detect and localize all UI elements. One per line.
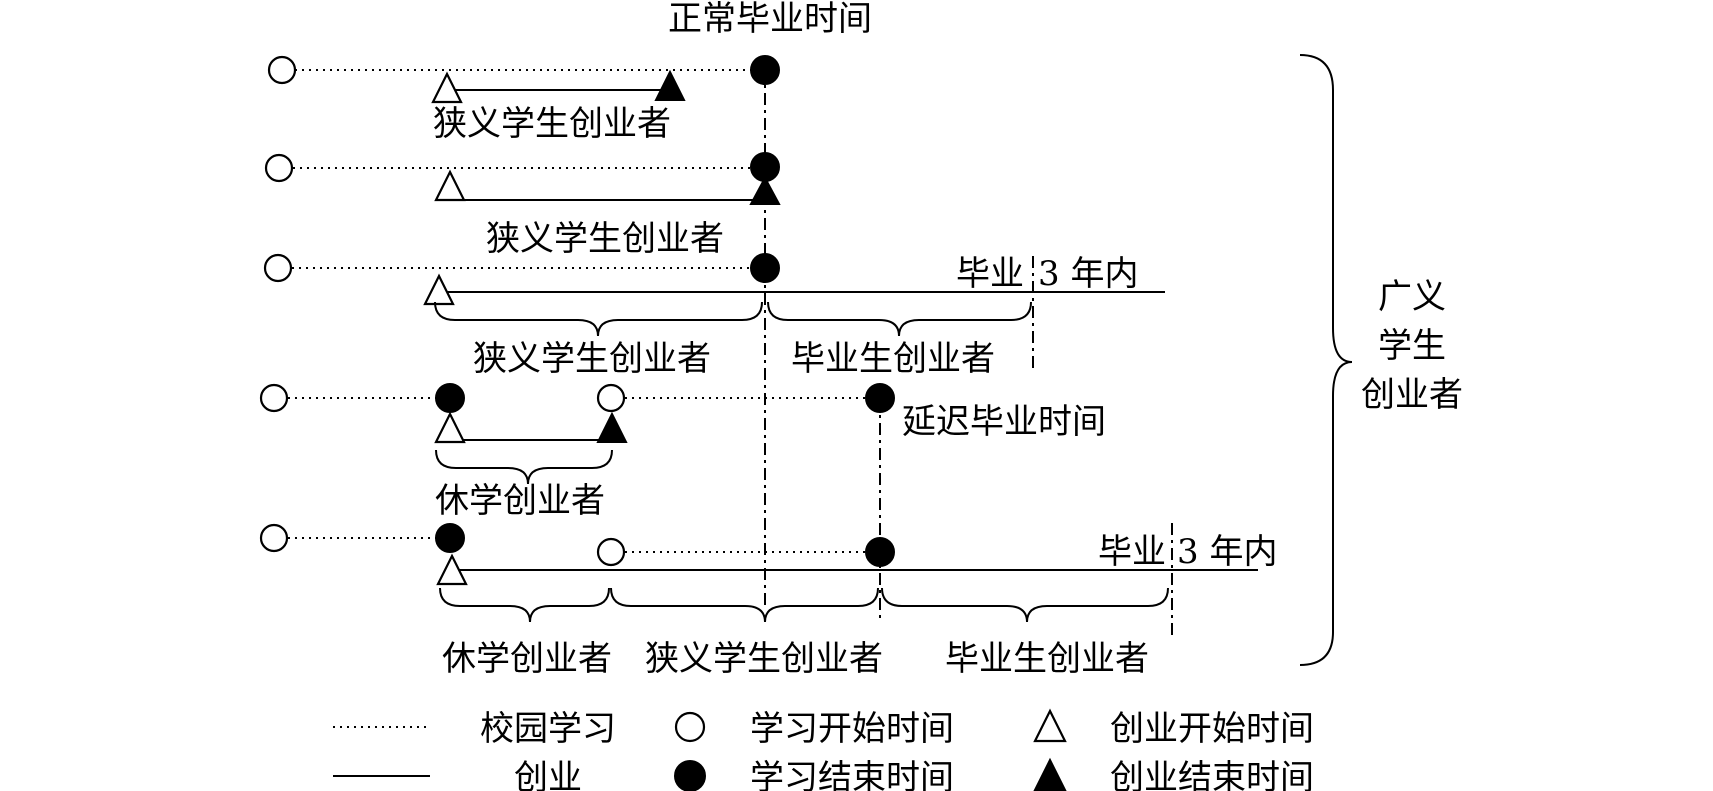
broad-entrepreneur-label-line2: 学生 xyxy=(1378,326,1446,366)
narrow-entrepreneur-label-2: 狭义学生创业者 xyxy=(486,219,724,259)
legend-venture-start-label: 创业开始时间 xyxy=(1110,709,1314,749)
broad-entrepreneur-brace xyxy=(1299,54,1353,666)
row-5: 毕业 3 年内 休学创业者 狭义学生创业者 毕业生创业者 xyxy=(259,523,1277,679)
legend-venture-end-icon xyxy=(1033,757,1067,791)
legend-venture-start-icon xyxy=(1033,708,1067,743)
within-3-years-label-row3: 3 年内 xyxy=(1038,254,1138,294)
study-end-marker xyxy=(750,253,780,283)
narrow-entrepreneur-brace xyxy=(610,587,879,623)
graduate-entrepreneur-label-5: 毕业生创业者 xyxy=(945,639,1149,679)
narrow-entrepreneur-label-1: 狭义学生创业者 xyxy=(433,104,671,144)
study-end-marker xyxy=(750,152,780,182)
delayed-graduation-time-label: 延迟毕业时间 xyxy=(902,402,1106,442)
legend-campus-study-label: 校园学习 xyxy=(480,709,616,749)
venture-end-marker xyxy=(596,411,628,443)
row-1: 狭义学生创业者 xyxy=(267,55,780,144)
study-start-marker-return xyxy=(596,383,626,413)
legend-venture-end-label: 创业结束时间 xyxy=(1110,758,1314,791)
suspension-entrepreneur-label-5: 休学创业者 xyxy=(442,639,612,679)
broad-entrepreneur-label-line3: 创业者 xyxy=(1361,375,1463,415)
legend-study-start-icon xyxy=(674,711,706,743)
study-start-marker xyxy=(267,55,297,85)
within-3-years-label-row5: 3 年内 xyxy=(1177,532,1277,572)
study-end-marker xyxy=(435,383,465,413)
graduate-entrepreneur-brace xyxy=(881,587,1169,623)
study-start-marker xyxy=(259,523,289,553)
study-end-marker xyxy=(750,55,780,85)
broad-entrepreneur-label-line1: 广义 xyxy=(1378,277,1446,317)
narrow-entrepreneur-label-3: 狭义学生创业者 xyxy=(473,339,711,379)
venture-end-marker xyxy=(749,175,781,205)
venture-start-marker xyxy=(434,411,466,444)
graduate-entrepreneur-label-3: 毕业生创业者 xyxy=(791,339,995,379)
study-start-marker xyxy=(264,153,294,183)
study-start-marker xyxy=(263,253,293,283)
legend-study-start-label: 学习开始时间 xyxy=(750,709,954,749)
study-end-marker-delayed xyxy=(865,383,895,413)
suspension-entrepreneur-brace xyxy=(435,449,613,485)
legend: 校园学习 创业 学习开始时间 学习结束时间 创业开始时间 创业结束时间 xyxy=(333,708,1314,791)
study-start-marker-return xyxy=(596,537,626,567)
venture-end-marker xyxy=(654,69,686,101)
venture-start-marker xyxy=(436,553,468,586)
venture-start-marker xyxy=(431,71,463,104)
row-4: 延迟毕业时间 休学创业者 xyxy=(259,383,1106,521)
graduate-entrepreneur-brace xyxy=(767,301,1032,337)
suspension-entrepreneur-label-4: 休学创业者 xyxy=(435,481,605,521)
legend-study-end-label: 学习结束时间 xyxy=(750,758,954,791)
narrow-entrepreneur-brace xyxy=(434,301,763,337)
graduation-label-row5: 毕业 xyxy=(1098,532,1166,572)
suspension-entrepreneur-brace xyxy=(439,587,610,623)
legend-entrepreneurship-label: 创业 xyxy=(514,758,582,791)
row-2: 狭义学生创业者 xyxy=(264,152,781,259)
venture-start-marker xyxy=(434,169,466,202)
study-end-marker xyxy=(435,523,465,553)
normal-graduation-time-label: 正常毕业时间 xyxy=(668,0,872,39)
venture-start-marker xyxy=(423,273,455,306)
row-3: 毕业 3 年内 狭义学生创业者 毕业生创业者 xyxy=(263,253,1165,379)
study-start-marker xyxy=(259,383,289,413)
graduation-label-row3: 毕业 xyxy=(956,254,1024,294)
legend-study-end-icon xyxy=(674,760,706,791)
narrow-entrepreneur-label-5: 狭义学生创业者 xyxy=(645,639,883,679)
study-end-marker-delayed xyxy=(865,537,895,567)
